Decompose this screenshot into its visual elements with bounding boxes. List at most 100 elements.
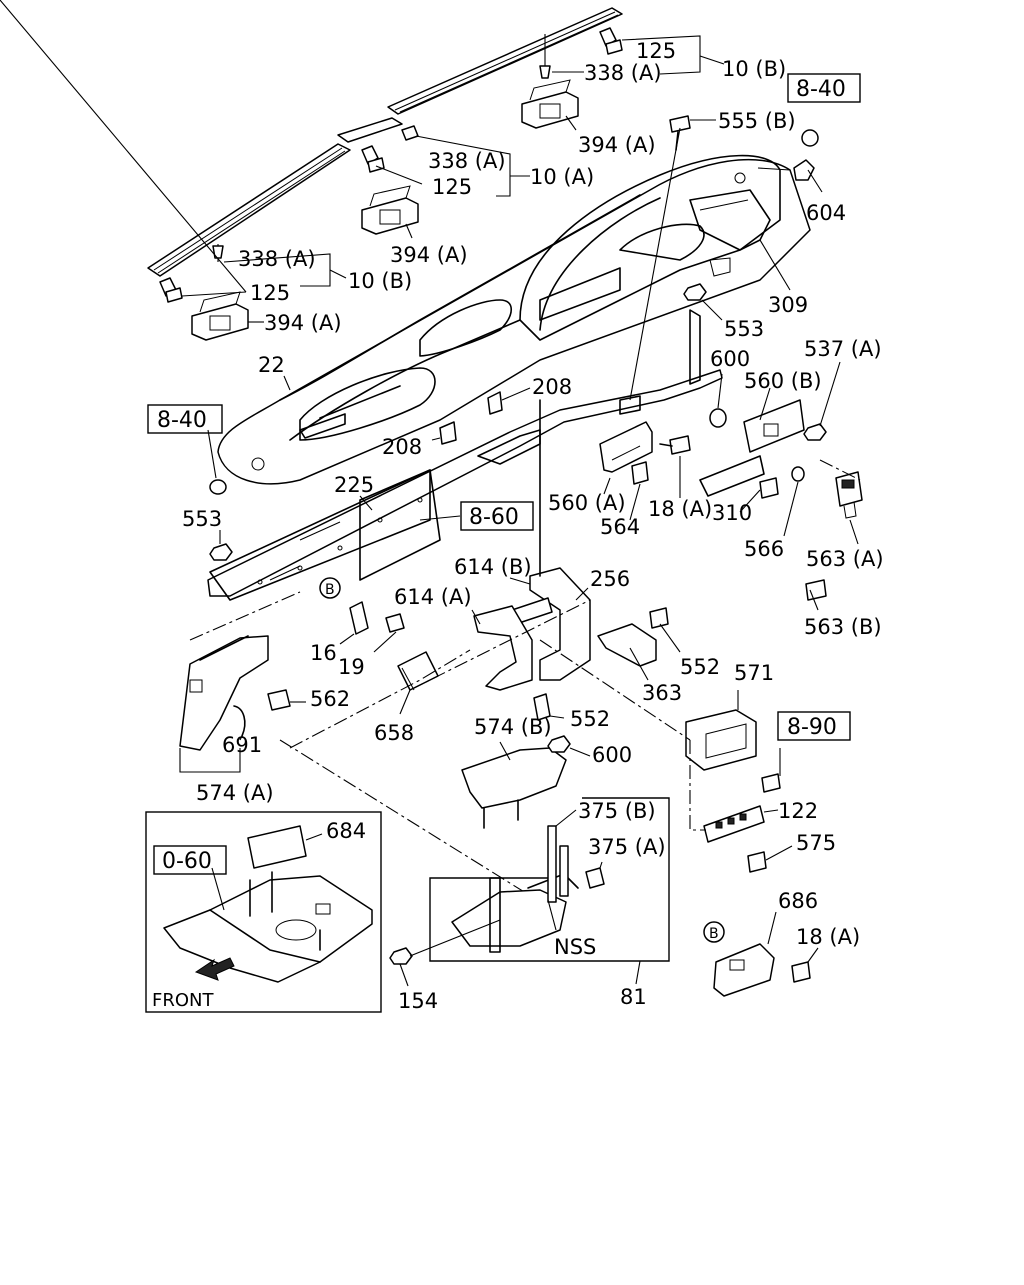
- bracket-394a-left: [191, 291, 249, 341]
- circle-marker-b-1: [319, 577, 341, 599]
- clip-125-mid: [361, 145, 385, 173]
- circle-marker-b-2: [703, 921, 725, 943]
- callout-363: 363: [642, 681, 682, 705]
- callout-10b-left: 10 (B): [348, 269, 412, 293]
- callout-338a-top: 338 (A): [584, 61, 662, 85]
- ref-box-890-frame: [777, 711, 851, 741]
- callout-208-b: 208: [382, 435, 422, 459]
- leader-lines: [0, 0, 859, 987]
- grommet-566: [791, 466, 805, 482]
- callout-256: 256: [590, 567, 630, 591]
- cap-840-top: [801, 129, 819, 147]
- callout-10b-top: 10 (B): [722, 57, 786, 81]
- callout-566: 566: [744, 537, 784, 561]
- ref-box-060-frame: [153, 845, 227, 875]
- screw-338a-mid: [401, 125, 419, 141]
- defroster-grille-right: [387, 7, 623, 115]
- screw-19: [385, 613, 405, 633]
- callout-208-a: 208: [532, 375, 572, 399]
- ref-box-860-frame: [460, 501, 534, 531]
- callout-691: 691: [222, 733, 262, 757]
- callout-125-mid: 125: [432, 175, 472, 199]
- clip-604: [793, 159, 823, 193]
- callout-122: 122: [778, 799, 818, 823]
- bracket-560b: [699, 399, 805, 497]
- bracket-574a: [179, 635, 269, 751]
- callout-19: 19: [338, 655, 365, 679]
- callout-125-left: 125: [250, 281, 290, 305]
- bolt-552-right: [649, 607, 669, 629]
- bolt-18a-mid: [659, 435, 691, 455]
- bolt-555b: [669, 115, 691, 151]
- clip-16: [349, 601, 369, 635]
- callout-154: 154: [398, 989, 438, 1013]
- callout-562: 562: [310, 687, 350, 711]
- bracket-394a-top: [521, 79, 579, 129]
- callout-10a: 10 (A): [530, 165, 594, 189]
- callout-600-top: 600: [710, 347, 750, 371]
- callout-537a: 537 (A): [804, 337, 882, 361]
- callout-571: 571: [734, 661, 774, 685]
- callout-560b: 560 (B): [744, 369, 822, 393]
- clip-125-top: [599, 27, 623, 55]
- callout-ref-840-left: 8-40: [157, 408, 207, 433]
- clip-564: [631, 461, 649, 485]
- callout-18a-mid: 18 (A): [648, 497, 712, 521]
- tube-658: [397, 651, 439, 691]
- callout-614b: 614 (B): [454, 555, 532, 579]
- washer-600-top: [709, 408, 727, 428]
- box-81: [429, 797, 670, 962]
- callout-684: 684: [326, 819, 366, 843]
- callout-555b: 555 (B): [718, 109, 796, 133]
- defroster-grille-left: [147, 143, 351, 277]
- callout-394a-top: 394 (A): [578, 133, 656, 157]
- cap-840-left: [209, 479, 227, 495]
- bolt-310: [759, 477, 779, 499]
- callout-309: 309: [768, 293, 808, 317]
- defroster-grille-center: [337, 117, 403, 143]
- callout-22: 22: [258, 353, 285, 377]
- nut-600-mid: [547, 735, 571, 753]
- callout-ref-060: 0-60: [162, 849, 212, 874]
- callout-ref-860: 8-60: [469, 505, 519, 530]
- callout-394a-mid: 394 (A): [390, 243, 468, 267]
- bracket-363: [597, 623, 657, 667]
- ref-box-840-left-frame: [147, 404, 223, 434]
- bolt-575: [747, 851, 767, 873]
- bracket-686: [713, 943, 775, 997]
- callout-375a: 375 (A): [588, 835, 666, 859]
- bracket-574b: [461, 747, 567, 829]
- callout-394a-left: 394 (A): [264, 311, 342, 335]
- callout-310: 310: [712, 501, 752, 525]
- box-571: [685, 709, 757, 771]
- bracket-560a: [599, 421, 653, 473]
- nut-154: [389, 919, 501, 965]
- screw-338a-top: [539, 46, 551, 79]
- callout-125-top: 125: [636, 39, 676, 63]
- callout-604: 604: [806, 201, 846, 225]
- callout-658: 658: [374, 721, 414, 745]
- callout-560a: 560 (A): [548, 491, 626, 515]
- callout-ref-890: 8-90: [787, 715, 837, 740]
- callout-563a: 563 (A): [806, 547, 884, 571]
- callout-574b: 574 (B): [474, 715, 552, 739]
- callout-81: 81: [620, 985, 647, 1009]
- callout-686: 686: [778, 889, 818, 913]
- callout-614a: 614 (A): [394, 585, 472, 609]
- inset-box: [145, 811, 382, 1013]
- callout-front: FRONT: [152, 990, 214, 1011]
- instrument-panel-22: [217, 154, 811, 485]
- callout-338a-mid: 338 (A): [428, 149, 506, 173]
- bolt-562: [267, 689, 291, 711]
- callout-552-mid: 552: [570, 707, 610, 731]
- cross-member-225: [207, 309, 723, 601]
- circle-marker-label-1: B: [325, 582, 335, 598]
- callout-338a-left: 338 (A): [238, 247, 316, 271]
- callout-375b: 375 (B): [578, 799, 656, 823]
- callout-563b: 563 (B): [804, 615, 882, 639]
- callout-16: 16: [310, 641, 337, 665]
- callout-552-right: 552: [680, 655, 720, 679]
